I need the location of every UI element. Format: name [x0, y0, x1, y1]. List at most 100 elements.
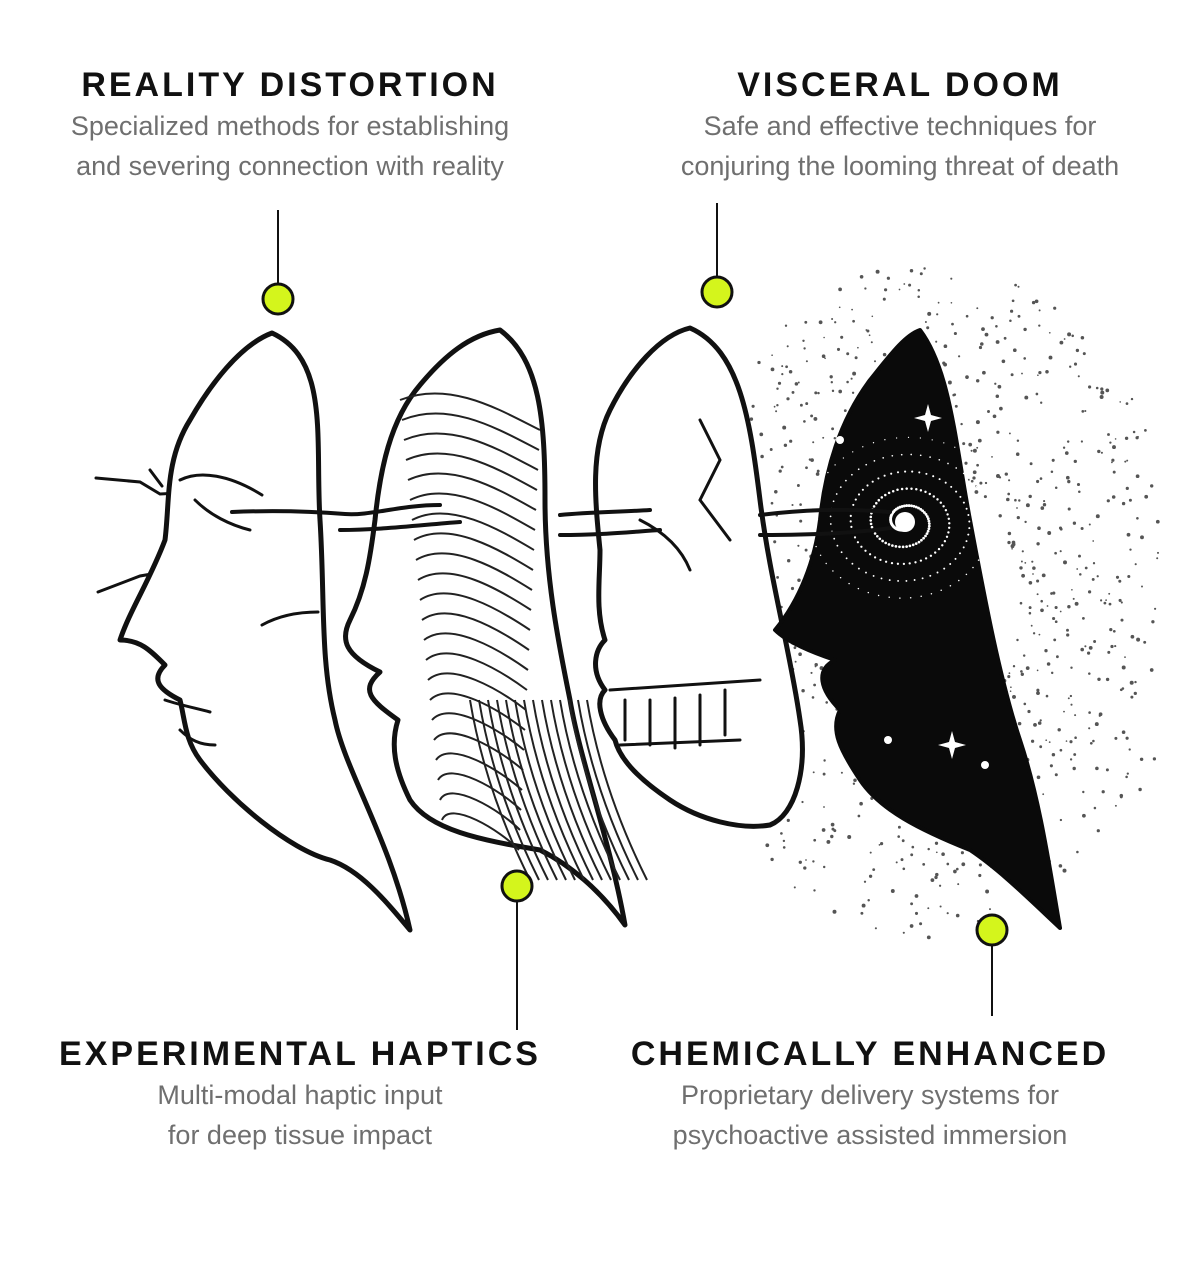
galaxy-dot	[918, 471, 921, 474]
galaxy-dot	[829, 523, 832, 525]
spark-dot	[999, 406, 1003, 411]
galaxy-dot	[940, 589, 942, 592]
spark-dot	[902, 867, 906, 871]
spark-dot	[818, 320, 823, 325]
spark-dot	[1155, 519, 1160, 524]
spark-dot	[810, 671, 813, 674]
galaxy-dot	[905, 504, 909, 508]
spark-dot	[799, 519, 803, 523]
spark-dot	[924, 321, 927, 323]
spark-dot	[794, 382, 799, 386]
spark-dot	[1093, 640, 1097, 643]
spark-dot	[978, 345, 983, 350]
spark-dot	[989, 908, 991, 911]
galaxy-dot	[850, 525, 853, 529]
spark-dot	[990, 316, 994, 320]
spark-dot	[1080, 526, 1084, 531]
galaxy-dot	[857, 587, 860, 590]
spark-dot	[1063, 710, 1065, 713]
spark-dot	[895, 861, 898, 864]
galaxy-dot	[829, 515, 832, 518]
galaxy-dot	[947, 517, 950, 520]
spark-dot	[1048, 355, 1053, 360]
spark-dot	[967, 478, 970, 481]
spark-dot	[1136, 637, 1141, 642]
spark-dot	[783, 443, 788, 447]
spark-dot	[1107, 650, 1111, 654]
spark-dot	[978, 873, 982, 878]
galaxy-dot	[932, 475, 935, 478]
spark-dot	[1082, 813, 1086, 818]
spark-dot	[1031, 560, 1034, 563]
spark-dot	[812, 860, 815, 863]
galaxy-dot	[945, 535, 949, 538]
feature-desc-line: Multi-modal haptic input	[157, 1080, 443, 1110]
galaxy-dot	[958, 579, 960, 582]
galaxy-dot	[980, 492, 982, 495]
spark-dot	[996, 474, 1000, 478]
spark-dot	[1119, 401, 1122, 403]
spark-dot	[821, 828, 826, 832]
stars	[836, 404, 989, 834]
spark-dot	[822, 436, 825, 439]
spark-dot	[1028, 580, 1033, 585]
spark-dot	[769, 448, 773, 451]
spark-dot	[833, 829, 837, 833]
spark-dot	[1088, 672, 1091, 675]
galaxy-dot	[878, 537, 882, 541]
spark-dot	[789, 439, 793, 443]
spark-dot	[770, 501, 774, 505]
callout-dots	[261, 275, 1009, 947]
spark-dot	[1072, 521, 1077, 525]
spark-dot	[1098, 712, 1103, 717]
galaxy-dot	[954, 557, 957, 560]
spark-dot	[850, 377, 853, 380]
spark-dot	[1010, 686, 1012, 689]
spark-dot	[1075, 348, 1080, 353]
spark-dot	[791, 390, 795, 394]
spark-dot	[927, 847, 930, 851]
spark-dot	[1023, 327, 1027, 332]
spark-dot	[831, 427, 835, 431]
galaxy-dot	[988, 526, 991, 528]
spark-dot	[1115, 575, 1120, 579]
spark-dot	[1017, 721, 1022, 726]
spark-dot	[1040, 506, 1045, 510]
human-face	[117, 330, 413, 933]
spark-dot	[995, 394, 1000, 398]
spark-dot	[1144, 494, 1149, 499]
spark-dot	[1125, 736, 1129, 740]
galaxy-dot	[924, 557, 928, 560]
spark-dot	[897, 825, 901, 829]
spark-dot	[793, 886, 796, 889]
spark-dot	[1121, 730, 1126, 734]
galaxy-dot	[884, 439, 886, 441]
spark-dot	[1096, 575, 1099, 578]
galaxy-dot	[852, 503, 855, 506]
galaxy-dot	[948, 522, 951, 525]
galaxy-dot	[990, 473, 992, 476]
spark-dot	[1077, 375, 1080, 378]
spark-dot	[935, 872, 939, 877]
muscle-fiber	[429, 692, 526, 731]
spark-dot	[868, 874, 873, 878]
spark-dot	[1081, 410, 1085, 413]
spark-dot	[1049, 764, 1053, 768]
muscle-fiber	[423, 632, 529, 671]
eye-beam	[230, 503, 892, 537]
spark-dot	[749, 417, 754, 421]
spark-dot	[790, 586, 795, 591]
spark-dot	[817, 391, 820, 395]
spark-dot	[938, 884, 942, 887]
spark-dot	[1124, 656, 1126, 658]
spark-dot	[782, 839, 786, 843]
spark-dot	[1073, 753, 1077, 756]
galaxy-dot	[860, 545, 863, 548]
spark-dot	[759, 432, 764, 437]
galaxy-dot	[919, 437, 922, 439]
spark-dot	[1121, 501, 1126, 506]
spark-dot	[1024, 395, 1029, 400]
spark-dot	[1082, 617, 1085, 620]
galaxy-dot	[884, 560, 888, 563]
spark-dot	[1001, 359, 1006, 364]
